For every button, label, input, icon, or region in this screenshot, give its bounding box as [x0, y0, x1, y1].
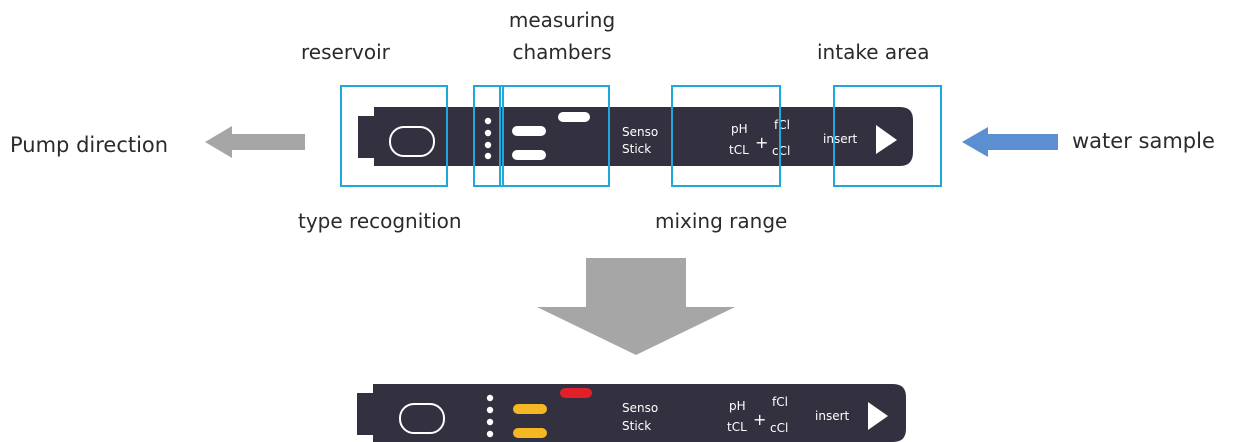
pump-direction-arrow [205, 126, 305, 158]
measuring-chambers-line1: measuring [508, 8, 616, 32]
param-ph: pH [729, 399, 746, 413]
reservoir-box [340, 85, 448, 187]
measuring-chambers-label: measuring chambers [497, 8, 627, 64]
type-recognition-label: type recognition [298, 209, 462, 233]
plus-sign: + [755, 133, 768, 152]
measuring-chamber [512, 126, 546, 136]
param-ph: pH [731, 122, 748, 136]
insert-label: insert [815, 409, 850, 423]
mixing-range-label: mixing range [655, 209, 788, 233]
stick-body [358, 107, 913, 166]
play-icon [868, 402, 888, 430]
brand-line1: Senso [622, 401, 658, 415]
intake-area-box [833, 85, 942, 187]
stick-bottom: Senso Stick pH tCL + fCl cCl insert [357, 384, 906, 442]
param-fcl: fCl [774, 118, 790, 132]
measuring-chambers-box [499, 85, 610, 187]
water-sample-label: water sample [1072, 129, 1215, 153]
reservoir-label: reservoir [301, 40, 390, 64]
brand-line2: Stick [622, 419, 651, 433]
brand-line1: Senso [622, 125, 658, 139]
measuring-chambers-line2: chambers [512, 40, 612, 64]
type-recognition-dots [486, 394, 494, 438]
measuring-chamber [512, 150, 546, 160]
type-recognition-box [473, 85, 504, 187]
water-sample-arrow [962, 127, 1058, 157]
highlight-boxes [340, 85, 942, 187]
plus-sign: + [753, 410, 766, 429]
param-fcl: fCl [772, 395, 788, 409]
param-ccl: cCl [770, 421, 788, 435]
pump-direction-label: Pump direction [10, 133, 169, 157]
reservoir-icon [389, 126, 435, 157]
mixing-range-box [671, 85, 781, 187]
param-tcl: tCL [727, 420, 747, 434]
insert-label: insert [823, 132, 858, 146]
brand-line2: Stick [622, 142, 651, 156]
param-tcl: tCL [729, 143, 749, 157]
type-recognition-dots [484, 117, 492, 160]
intake-area-label: intake area [817, 40, 930, 64]
play-icon [876, 125, 897, 154]
param-ccl: cCl [772, 144, 790, 158]
stick-body [357, 384, 906, 442]
measuring-chamber-yellow [513, 404, 547, 414]
process-down-arrow [537, 258, 735, 355]
reservoir-icon [399, 403, 445, 434]
measuring-chamber-red [560, 388, 592, 398]
stick-top: Senso Stick pH tCL + fCl cCl insert [358, 107, 913, 166]
measuring-chamber-yellow [513, 428, 547, 438]
measuring-chamber [558, 112, 590, 122]
